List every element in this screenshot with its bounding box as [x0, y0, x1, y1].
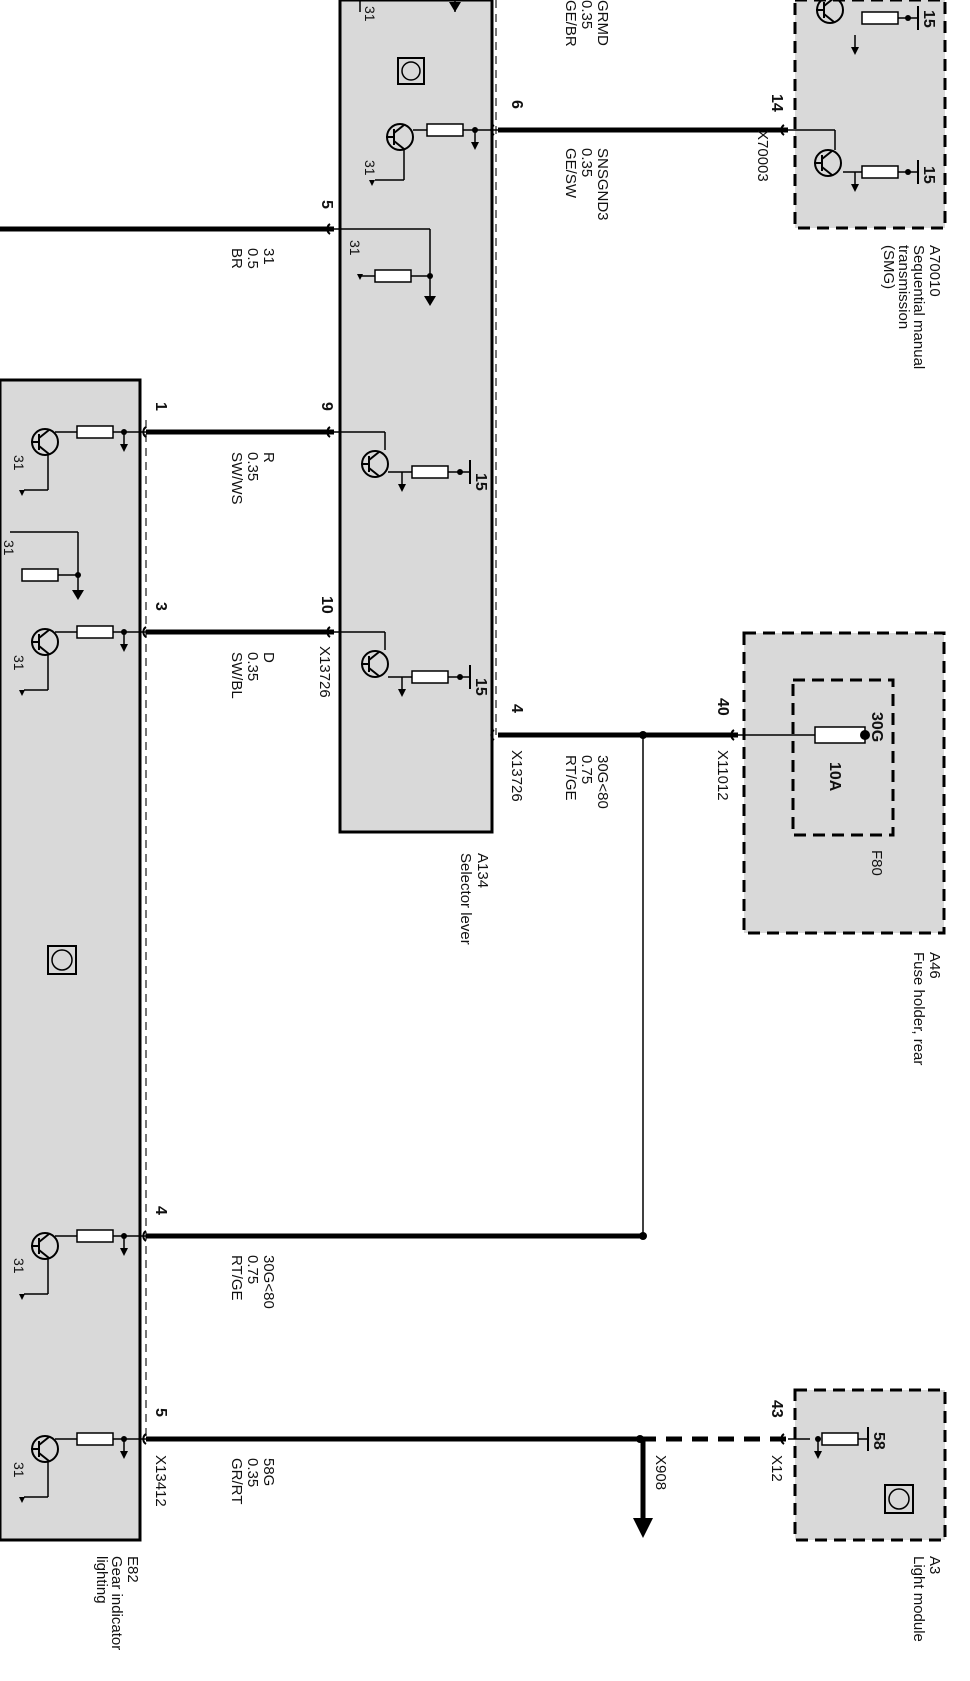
gear-id: E82 [124, 1556, 141, 1583]
58g-signal: 58G [260, 1458, 277, 1486]
gear-name-2: lighting [93, 1556, 110, 1604]
gear-indicator-internal: 31 31 31 31 [1, 425, 146, 1503]
fuse-id: F80 [868, 850, 885, 876]
r-color: SW/WS [228, 452, 245, 505]
light-module-id: A3 [926, 1556, 943, 1574]
x908-arrow-icon [633, 1439, 653, 1538]
30g-bot-gauge: 0.75 [244, 1255, 261, 1284]
fuse-holder-id: A46 [926, 952, 943, 979]
fuse-f80-box [791, 678, 895, 837]
smg-id: A70010 [926, 245, 943, 297]
selector-connector-a: X13726 [316, 646, 333, 698]
30g-bot-signal: 30G<80 [260, 1255, 277, 1309]
smg-connector: X70003 [754, 130, 771, 182]
fuse-pin-40: 40 [714, 698, 731, 716]
svg-text:31: 31 [1, 540, 17, 556]
fuse-holder-name: Fuse holder, rear [910, 952, 927, 1065]
selector-id: A134 [474, 853, 491, 888]
light-terminal: 58 [870, 1432, 887, 1450]
light-connector: X12 [768, 1455, 785, 1482]
smg-pin-14: 14 [768, 94, 785, 112]
58g-gauge: 0.35 [244, 1458, 261, 1487]
light-pin-43: 43 [768, 1400, 785, 1418]
gear-pin-3: 3 [152, 602, 169, 611]
selector-internal-circuit: 31 31 15 15 [334, 0, 498, 698]
fuse-f80-icon [738, 726, 870, 744]
r-signal: R [260, 452, 277, 463]
gear-indicator-box [0, 378, 142, 1542]
selector-lever-box [338, 0, 494, 834]
top-gnd-gauge: 0.35 [578, 0, 595, 29]
selector-connector-b: X13726 [508, 750, 525, 802]
d-color: SW/BL [228, 652, 245, 699]
r-gauge: 0.35 [244, 452, 261, 481]
smg-name-1: Sequential manual [910, 245, 927, 369]
30g-bot-color: RT/GE [228, 1255, 245, 1301]
svg-text:15: 15 [472, 678, 489, 696]
gear-pin-1: 1 [152, 402, 169, 411]
svg-text:15: 15 [472, 473, 489, 491]
smg-box [793, 0, 947, 230]
fuse-connector: X11012 [714, 750, 731, 801]
d-gauge: 0.35 [244, 652, 261, 681]
snsgnd-signal: SNSGND3 [594, 148, 611, 221]
ground-color: BR [228, 248, 245, 269]
smg-internal-circuit [788, 0, 919, 193]
top-pin31: 31 [362, 6, 378, 22]
30g-top-signal: 30G<80 [594, 755, 611, 809]
fuse-rating: 10A [826, 762, 843, 792]
smg-supply-top: 15 [920, 10, 937, 28]
selector-pin-4: 4 [508, 704, 525, 713]
svg-text:31: 31 [11, 655, 27, 671]
58g-color: GR/RT [228, 1458, 245, 1504]
gear-pin-5: 5 [152, 1408, 169, 1417]
light-module-name: Light module [910, 1556, 927, 1642]
splice-x908: X908 [652, 1455, 669, 1490]
ground-signal: 31 [260, 248, 277, 265]
fuse-terminal: 30G [868, 712, 885, 742]
30g-top-gauge: 0.75 [578, 755, 595, 784]
svg-text:31: 31 [347, 240, 363, 256]
selector-pin-5: 5 [318, 200, 335, 209]
smg-name-2: transmission [895, 245, 912, 329]
gear-pin-4: 4 [152, 1206, 169, 1215]
d-signal: D [260, 652, 277, 663]
30g-top-color: RT/GE [562, 755, 579, 801]
svg-text:31: 31 [11, 1258, 27, 1274]
selector-pin-9: 9 [318, 402, 335, 411]
top-gnd-signal: GRMD [594, 0, 611, 46]
smg-supply-bottom: 15 [920, 166, 937, 184]
gear-name-1: Gear indicator [108, 1556, 125, 1650]
snsgnd-gauge: 0.35 [578, 148, 595, 177]
selector-name: Selector lever [457, 853, 474, 945]
selector-pin-6: 6 [508, 100, 525, 109]
svg-text:31: 31 [362, 160, 378, 176]
smg-name-3: (SMG) [880, 245, 897, 289]
selector-pin-10: 10 [318, 596, 335, 614]
light-module-internal [788, 1427, 914, 1514]
gear-connector: X13412 [152, 1455, 169, 1507]
light-module-box [793, 1388, 947, 1542]
top-gnd-color: GE/BR [562, 0, 579, 47]
fuse-holder-box [742, 631, 946, 935]
svg-text:31: 31 [11, 455, 27, 471]
svg-text:31: 31 [11, 1462, 27, 1478]
ground-gauge: 0.5 [244, 248, 261, 269]
snsgnd-color: GE/SW [562, 148, 579, 199]
